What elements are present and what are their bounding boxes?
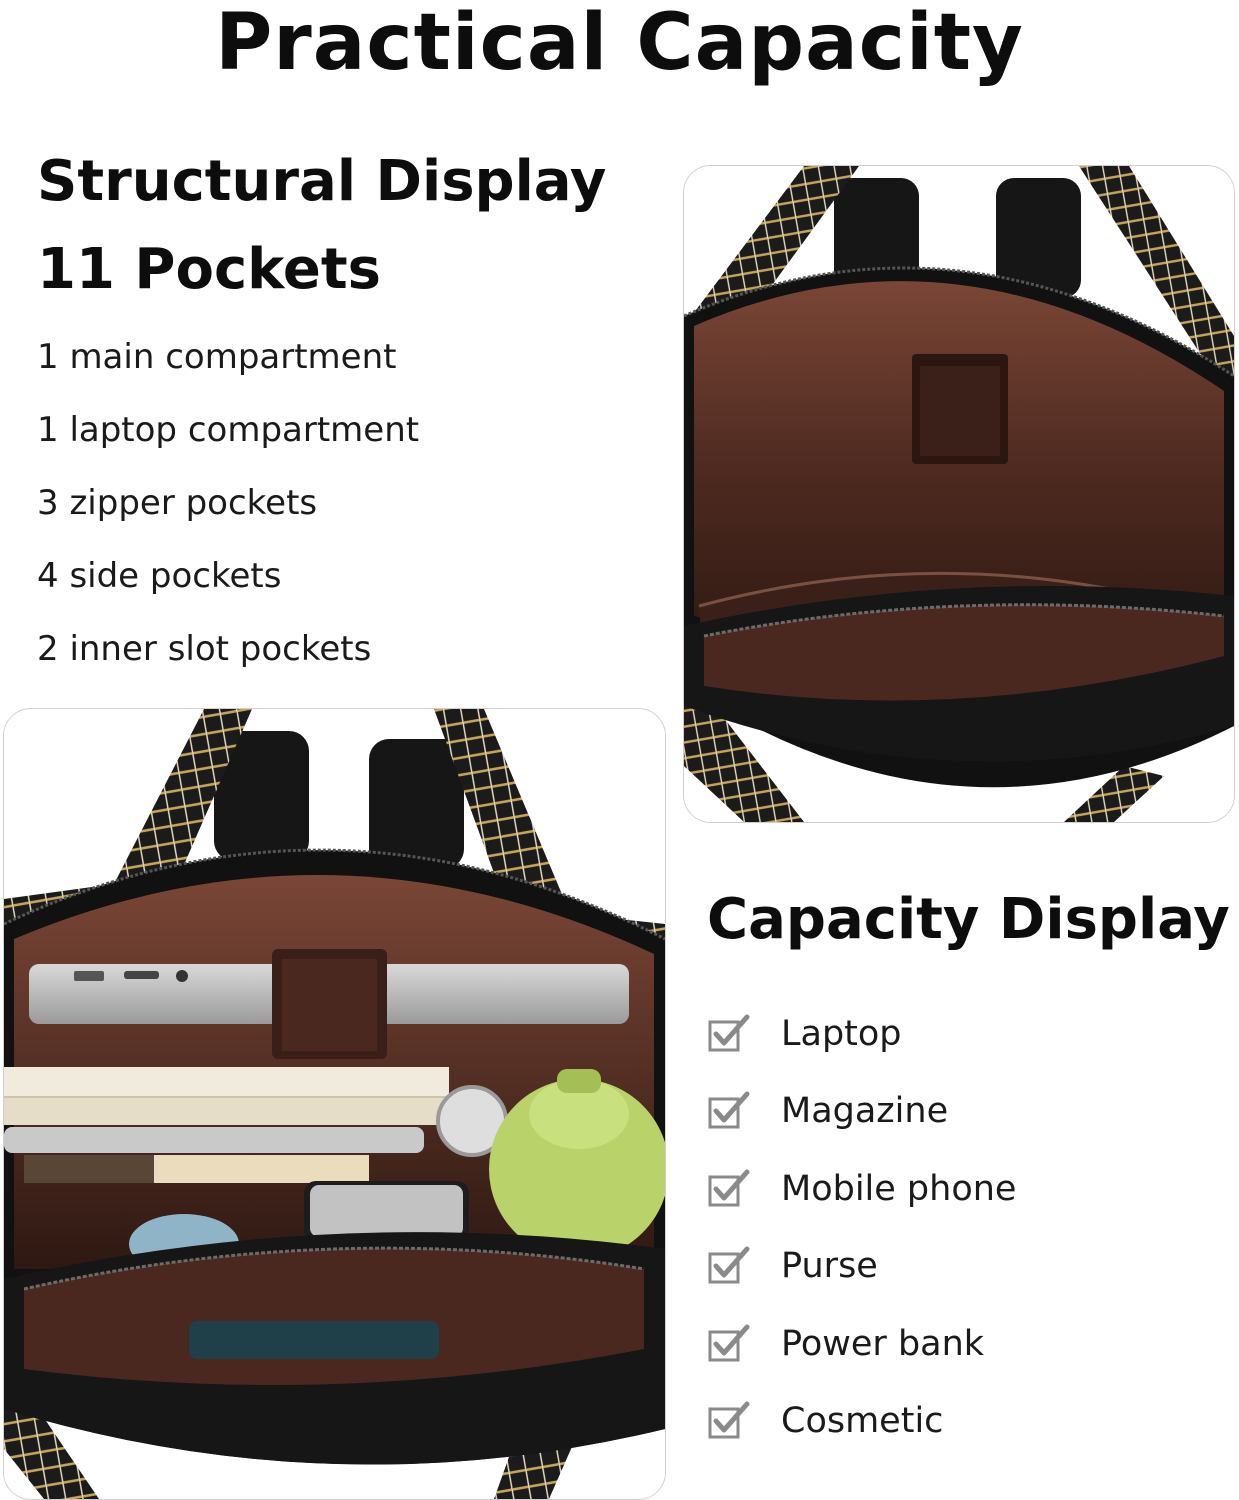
checkbox-checked-icon <box>708 1246 750 1284</box>
capacity-list: Laptop Magazine Mobile phone Purse Power… <box>707 995 1016 1460</box>
capacity-label: Mobile phone <box>781 1168 1017 1209</box>
page-title: Practical Capacity <box>215 0 1024 88</box>
packed-backpack-illustration <box>4 709 665 1499</box>
capacity-item: Mobile phone <box>707 1150 1016 1228</box>
capacity-item: Magazine <box>707 1073 1016 1151</box>
pocket-item: 1 laptop compartment <box>37 410 420 450</box>
capacity-label: Magazine <box>781 1091 949 1132</box>
checkbox-checked-icon <box>708 1091 750 1129</box>
checkbox-checked-icon <box>708 1401 750 1439</box>
pocket-item: 3 zipper pockets <box>37 483 318 523</box>
empty-backpack-illustration <box>684 166 1234 822</box>
capacity-label: Laptop <box>781 1013 902 1054</box>
capacity-heading: Capacity Display <box>707 887 1230 952</box>
pocket-list: 1 main compartment 1 laptop compartment … <box>37 330 419 695</box>
capacity-item: Cosmetic <box>707 1383 1016 1461</box>
capacity-label: Purse <box>781 1246 878 1287</box>
pocket-item: 2 inner slot pockets <box>37 629 372 669</box>
structural-heading: Structural Display <box>37 149 607 214</box>
empty-backpack-photo <box>683 165 1235 823</box>
capacity-item: Power bank <box>707 1305 1016 1383</box>
capacity-item: Laptop <box>707 995 1016 1073</box>
checkbox-checked-icon <box>708 1324 750 1362</box>
checkbox-checked-icon <box>708 1014 750 1052</box>
pocket-item: 1 main compartment <box>37 337 397 377</box>
capacity-label: Power bank <box>781 1323 985 1364</box>
pockets-heading: 11 Pockets <box>37 237 381 302</box>
capacity-item: Purse <box>707 1228 1016 1306</box>
pocket-item: 4 side pockets <box>37 556 282 596</box>
packed-backpack-photo <box>3 708 666 1500</box>
checkbox-checked-icon <box>708 1169 750 1207</box>
capacity-label: Cosmetic <box>781 1401 944 1442</box>
